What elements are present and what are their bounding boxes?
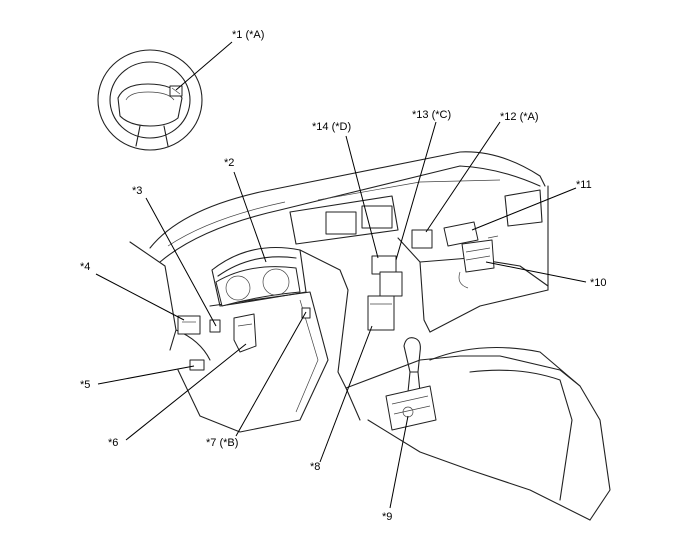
leader-9	[389, 415, 409, 509]
label-14: *14 (*D)	[312, 121, 351, 133]
label-2: *2	[224, 157, 234, 169]
label-4: *4	[80, 261, 90, 273]
label-3: *3	[132, 185, 142, 197]
label-9: *9	[382, 511, 392, 523]
leader-3	[145, 197, 217, 327]
leader-1	[175, 41, 233, 91]
small-switch-3	[209, 319, 221, 333]
label-7: *7 (*B)	[206, 437, 238, 449]
steering-column-switch-6	[233, 313, 257, 353]
instrument-panel-illustration	[129, 151, 611, 521]
label-1: *1 (*A)	[232, 29, 264, 41]
leader-5	[97, 365, 195, 385]
ecu-13-14	[371, 255, 403, 297]
connector-5	[189, 359, 205, 371]
ecu-8	[367, 295, 395, 331]
label-12: *12 (*A)	[500, 111, 539, 123]
label-5: *5	[80, 379, 90, 391]
leader-14	[345, 135, 379, 259]
relay-block-10-11	[443, 221, 499, 289]
leader-10	[485, 261, 587, 283]
leader-12	[425, 121, 501, 233]
label-8: *8	[310, 461, 320, 473]
callout-labels: *1 (*A) *2 *3 *4 *5 *6 *7 (*B) *8 *9 *10…	[80, 29, 607, 523]
leader-13	[395, 121, 437, 261]
leader-4	[95, 273, 185, 321]
steering-wheel-illustration	[97, 49, 203, 151]
label-13: *13 (*C)	[412, 109, 451, 121]
leader-2	[233, 171, 267, 263]
leader-lines	[95, 41, 587, 509]
switch-module-left	[177, 315, 201, 335]
label-11: *11	[576, 179, 592, 191]
module-12	[411, 229, 433, 249]
leader-11	[471, 187, 577, 231]
leader-6	[125, 343, 247, 441]
label-10: *10	[590, 277, 607, 289]
combination-meter	[215, 266, 301, 307]
leader-8	[319, 325, 373, 463]
label-6: *6	[108, 437, 118, 449]
leader-7	[235, 311, 307, 437]
